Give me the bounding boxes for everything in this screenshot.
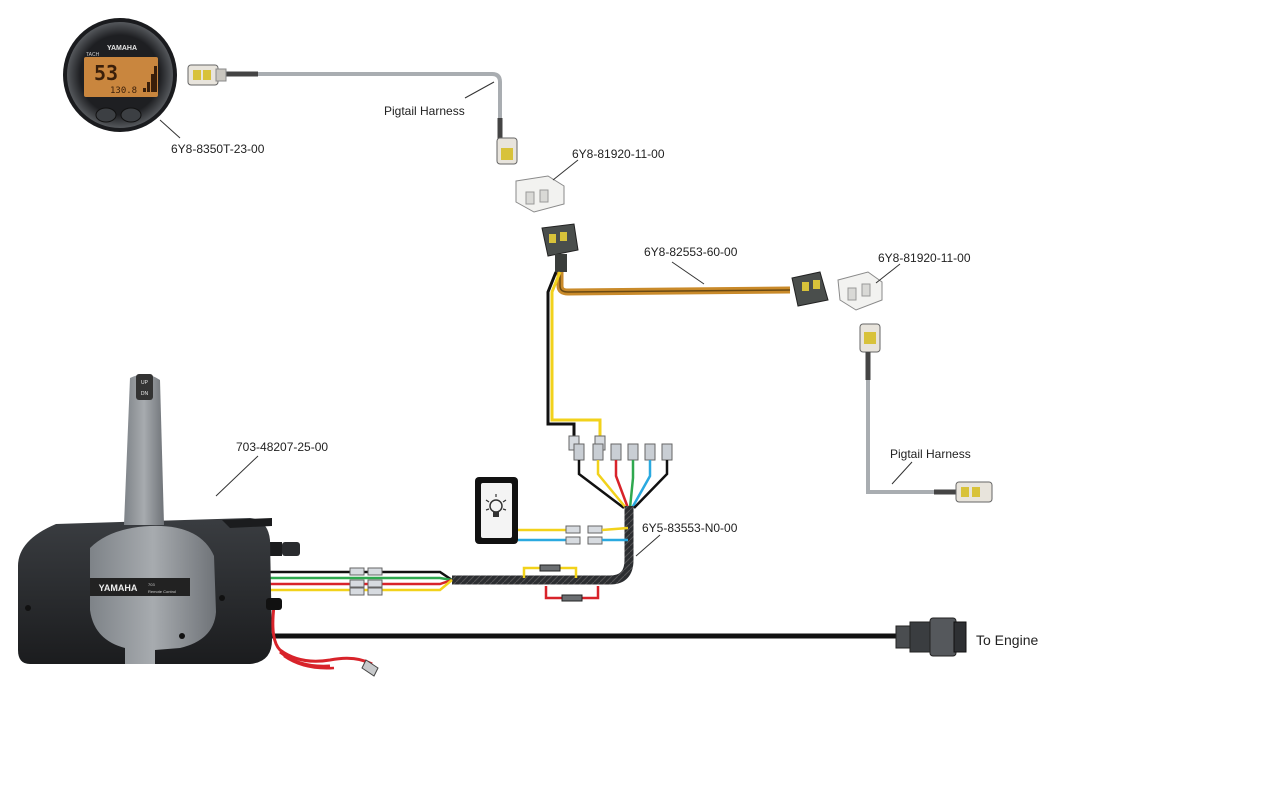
gauge-right-button[interactable] [120, 107, 142, 123]
braided-harness [452, 506, 634, 585]
label-to-engine: To Engine [976, 632, 1038, 648]
pigtail-harness-right [859, 323, 993, 503]
splitter-feed-wires [546, 271, 602, 438]
remote-tag-line1: 703 [148, 582, 155, 587]
remote-control-wires [268, 567, 453, 596]
engine-main-cable [270, 617, 967, 657]
pigtail-harness-top [187, 64, 518, 165]
part-label-pigtail-right: Pigtail Harness [890, 447, 971, 485]
gauge-bar-graph [143, 66, 157, 92]
tachometer-gauge: YAMAHA TACH 53 130.8 [63, 18, 177, 132]
gauge-hours-readout: 130.8 [110, 86, 137, 96]
gauge-rpm-readout: 53 [94, 61, 118, 85]
kill-switch-lanyard[interactable] [266, 598, 379, 677]
part-label-to-engine: To Engine [976, 632, 1038, 648]
part-label-remote: 703-48207-25-00 [215, 440, 328, 497]
part-label-connector-top: 6Y8-81920-11-00 [552, 147, 665, 181]
part-label-extension: 6Y8-82553-60-00 [644, 245, 738, 285]
connector-cap-top [515, 175, 565, 213]
part-label-switch-harness: 6Y5-83553-N0-00 [635, 521, 738, 557]
label-extension: 6Y8-82553-60-00 [644, 245, 738, 259]
fuse-loops [522, 564, 600, 602]
remote-lever[interactable]: UP DN [124, 374, 164, 525]
remote-brand: YAMAHA [99, 583, 138, 593]
label-switch-harness: 6Y5-83553-N0-00 [642, 521, 738, 535]
remote-tag-line2: Remote Control [148, 589, 176, 594]
trim-up-button[interactable]: UP [141, 380, 149, 386]
part-label-gauge: 6Y8-8350T-23-00 [159, 119, 265, 156]
engine-connector [895, 617, 967, 657]
extension-harness [556, 271, 829, 307]
trim-down-button[interactable]: DN [141, 391, 149, 397]
pigtail-top-plug [496, 137, 518, 165]
gauge-plug-connector [187, 64, 227, 86]
remote-control-box: UP DN YAMAHA 703 Remote Control [18, 374, 300, 664]
extension-connector-right [791, 271, 829, 307]
part-label-connector-right: 6Y8-81920-11-00 [875, 251, 971, 284]
gauge-brand: YAMAHA [107, 45, 137, 52]
remote-brand-plate [90, 578, 190, 596]
pigtail-right-end-connector [955, 481, 993, 503]
label-connector-right: 6Y8-81920-11-00 [878, 251, 971, 265]
light-switch-wires [518, 525, 629, 545]
label-remote: 703-48207-25-00 [236, 440, 328, 454]
label-pigtail-right: Pigtail Harness [890, 447, 971, 461]
pigtail-right-plug [859, 323, 881, 353]
part-label-pigtail-top: Pigtail Harness [384, 81, 495, 118]
light-switch-panel[interactable] [475, 477, 518, 544]
extension-connector-top [541, 223, 579, 272]
gauge-left-button[interactable] [95, 107, 117, 123]
bullet-connector-row [568, 435, 673, 461]
fanout-wires [577, 460, 669, 509]
gauge-mode-label: TACH [86, 52, 100, 58]
connector-cap-right [837, 271, 883, 311]
label-gauge-part: 6Y8-8350T-23-00 [171, 142, 265, 156]
label-pigtail-top: Pigtail Harness [384, 104, 465, 118]
label-connector-top: 6Y8-81920-11-00 [572, 147, 665, 161]
